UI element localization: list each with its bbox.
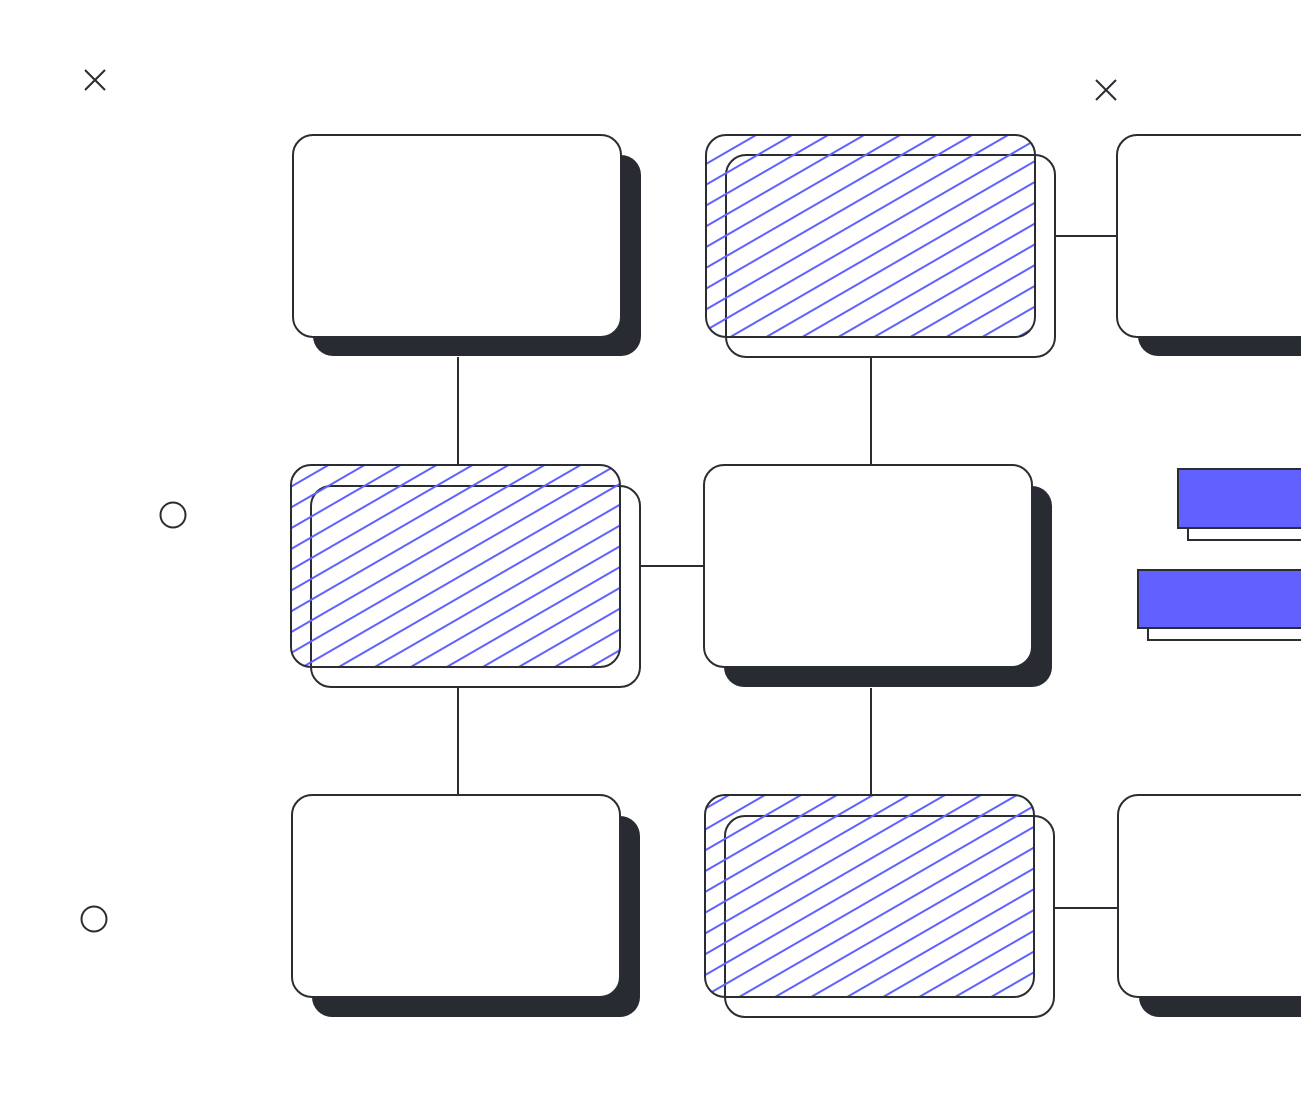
card-face (1116, 134, 1301, 338)
circle-icon (159, 501, 187, 529)
card-face-hatched (705, 134, 1036, 338)
accent-block (1137, 569, 1301, 641)
card-hatched (705, 134, 1056, 358)
card-hatched (290, 464, 641, 688)
connectors (457, 235, 1119, 909)
card (1117, 794, 1301, 1017)
block-face (1177, 468, 1301, 529)
card-face (1117, 794, 1301, 998)
card (1116, 134, 1301, 356)
card-face-hatched (704, 794, 1035, 998)
cross-icon (84, 69, 106, 91)
card-face (703, 464, 1033, 668)
card (703, 464, 1052, 687)
card-hatched (704, 794, 1055, 1018)
card (291, 794, 640, 1017)
card-face-hatched (290, 464, 621, 668)
card-face (292, 134, 622, 338)
card (292, 134, 641, 356)
cross-icon (1095, 79, 1117, 101)
accent-block (1177, 468, 1301, 541)
block-face (1137, 569, 1301, 629)
card-face (291, 794, 621, 998)
circle-icon (80, 905, 108, 933)
